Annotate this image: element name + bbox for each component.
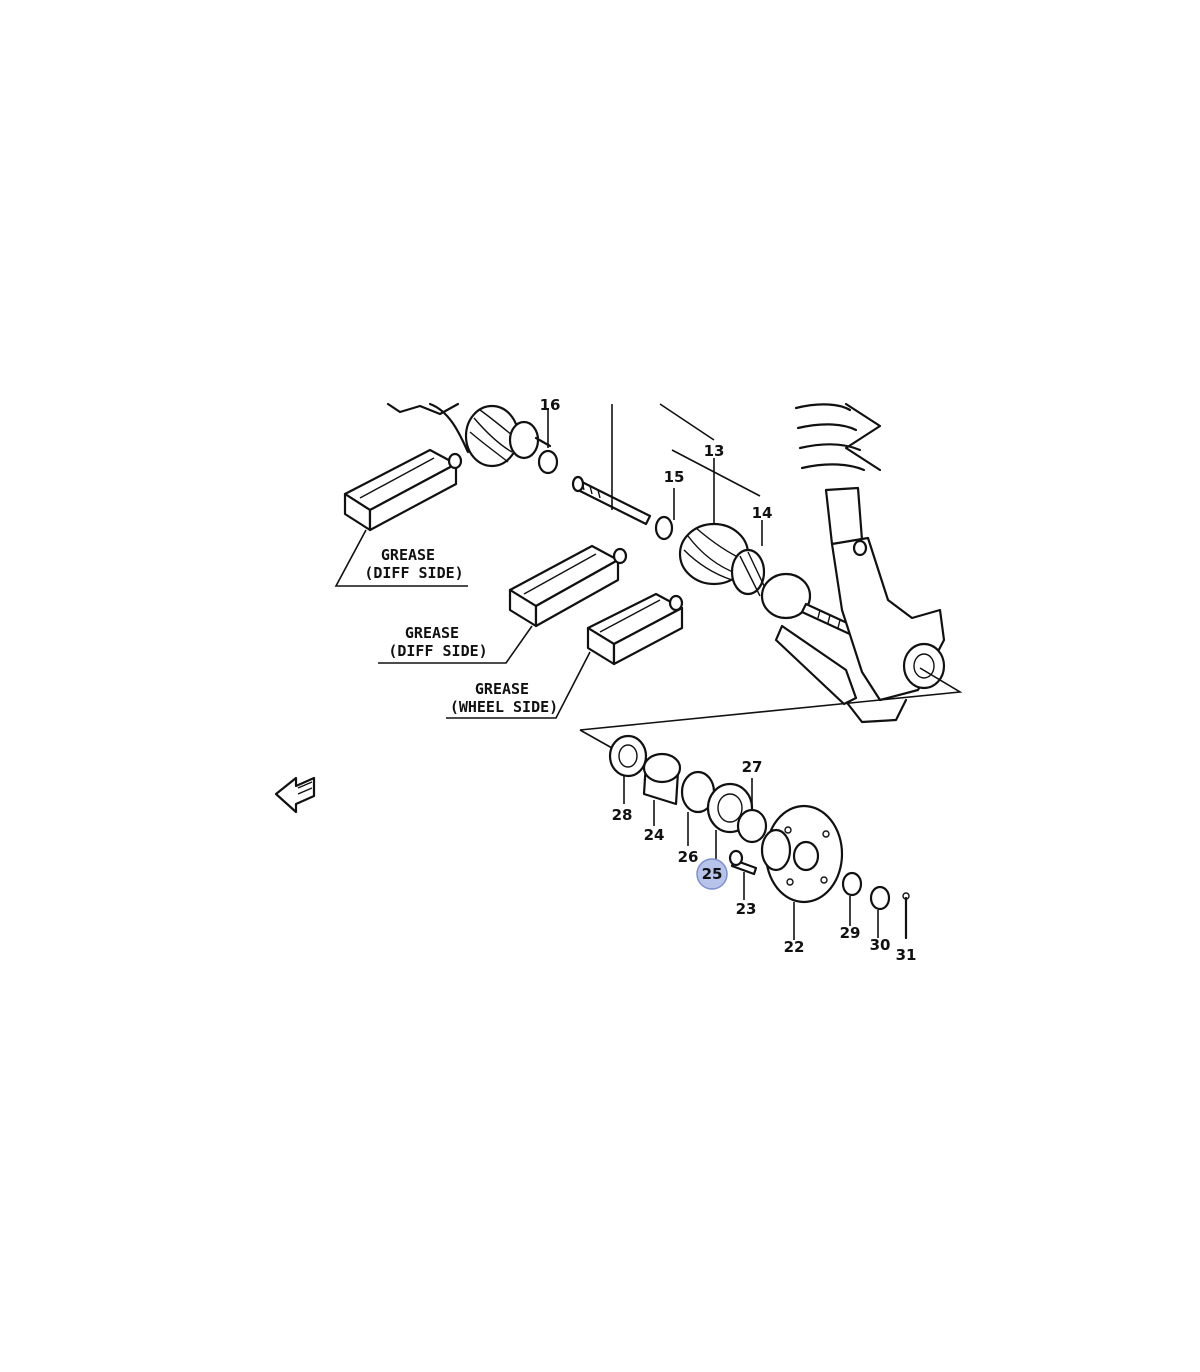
part-number-31: 31 bbox=[896, 946, 917, 964]
grease-packet-diff-2 bbox=[508, 544, 628, 628]
part-number-27: 27 bbox=[742, 758, 763, 776]
drive-shaft bbox=[571, 475, 860, 638]
part-number-24: 24 bbox=[644, 826, 665, 844]
inner-joint-assembly bbox=[386, 402, 559, 475]
part-number-14: 14 bbox=[752, 504, 773, 522]
part-numbers: 16 13 15 14 27 28 24 26 25 23 29 30 22 3… bbox=[540, 396, 917, 964]
grease-label-wheel-line2: (WHEEL SIDE) bbox=[450, 698, 558, 716]
grease-label-diff-1: GREASE (DIFF SIDE) bbox=[334, 529, 468, 587]
grease-label-diff-1-line1: GREASE bbox=[381, 546, 435, 564]
part-number-28: 28 bbox=[612, 806, 633, 824]
hub-assembly bbox=[608, 734, 910, 940]
part-number-30: 30 bbox=[870, 936, 891, 954]
part-number-22: 22 bbox=[784, 938, 805, 956]
part-number-16: 16 bbox=[540, 396, 561, 414]
part-number-23: 23 bbox=[736, 900, 757, 918]
grease-label-wheel-line1: GREASE bbox=[475, 680, 529, 698]
grease-label-diff-2-line1: GREASE bbox=[405, 624, 459, 642]
highlight-marker bbox=[696, 858, 728, 890]
front-direction-arrow-icon bbox=[274, 776, 316, 814]
grease-label-wheel: GREASE (WHEEL SIDE) bbox=[446, 651, 591, 719]
part-number-26: 26 bbox=[678, 848, 699, 866]
grease-packet-diff-1 bbox=[343, 448, 463, 532]
grease-label-diff-1-line2: (DIFF SIDE) bbox=[364, 564, 463, 582]
grease-packet-wheel bbox=[586, 592, 684, 666]
part-number-29: 29 bbox=[840, 924, 861, 942]
upper-leaders bbox=[547, 403, 963, 749]
grease-label-diff-2-line2: (DIFF SIDE) bbox=[388, 642, 487, 660]
part-number-15: 15 bbox=[664, 468, 685, 486]
strut-and-knuckle bbox=[774, 402, 946, 724]
part-number-25: 25 bbox=[702, 865, 723, 883]
grease-label-diff-2: GREASE (DIFF SIDE) bbox=[378, 624, 533, 664]
part-number-13: 13 bbox=[704, 442, 725, 460]
